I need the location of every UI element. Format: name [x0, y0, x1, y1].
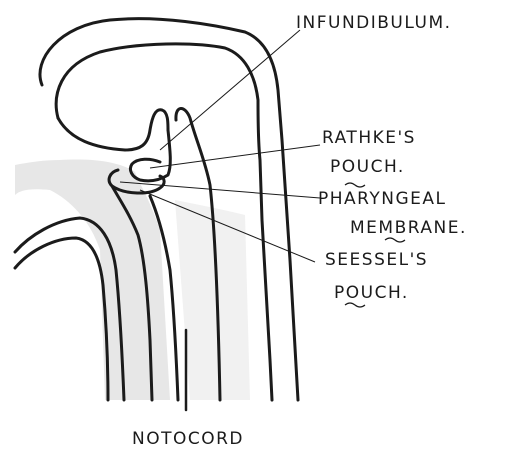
leader-rathkes [150, 145, 320, 168]
label-pharyngeal-line2: MEMBRANE. [350, 218, 467, 238]
label-rathkes-line1: RATHKE'S [322, 128, 416, 148]
label-rathkes-line2: POUCH. [330, 157, 405, 177]
label-pharyngeal-line1: PHARYNGEAL [318, 189, 447, 209]
jaw-outline-inner [15, 238, 108, 400]
label-notochord: NOTOCORD [132, 429, 244, 449]
notochord-tube-outline [130, 130, 170, 181]
label-seessels-line2: POUCH. [334, 283, 409, 303]
shading [15, 160, 250, 401]
label-seessels-line1: SEESSEL'S [325, 250, 428, 270]
label-infundibulum: INFUNDIBULUM. [296, 13, 452, 33]
infundibulum-outline [58, 110, 168, 150]
